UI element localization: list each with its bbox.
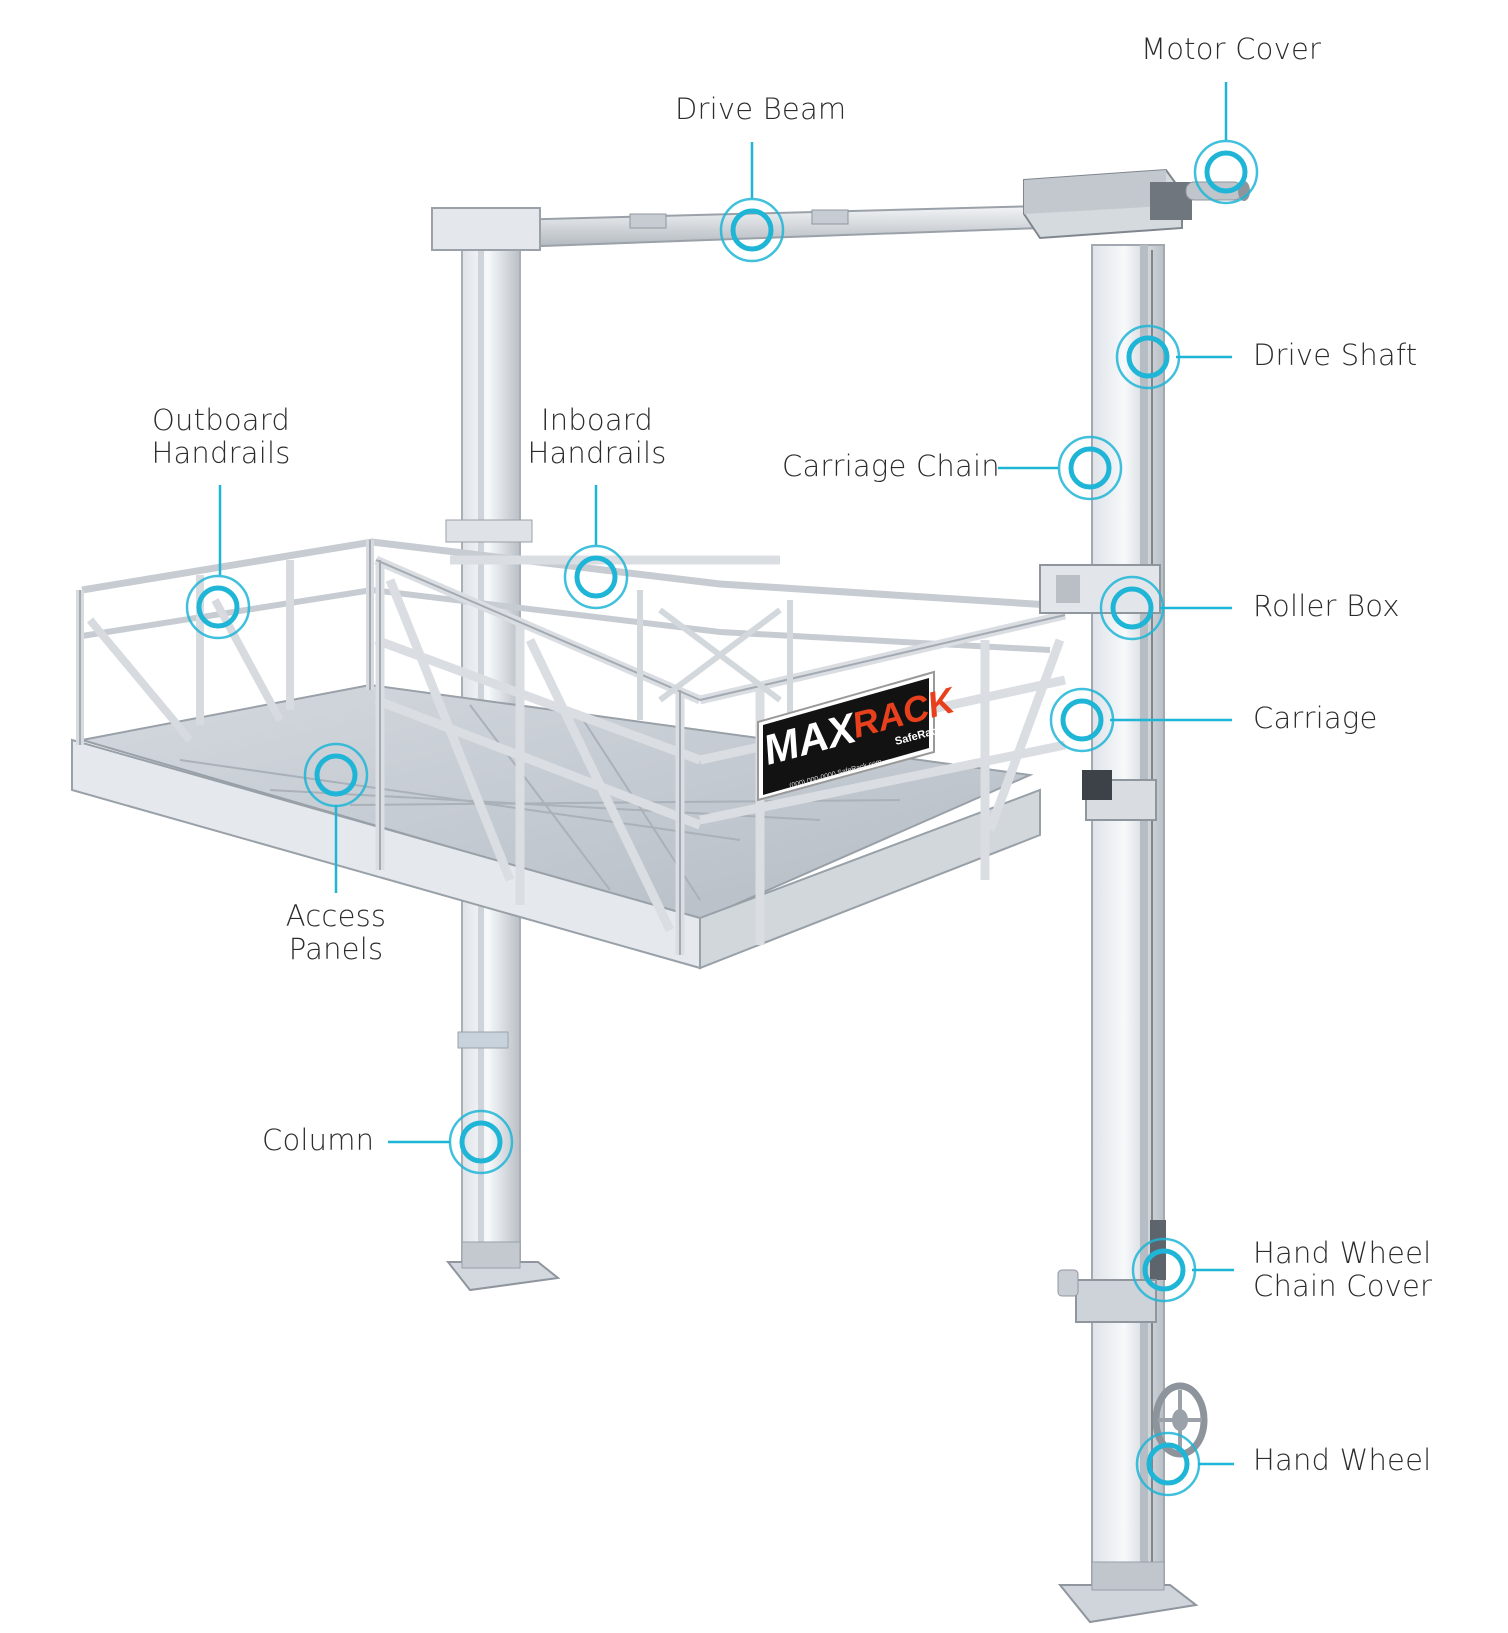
column-target-ring-icon [448,1109,514,1175]
label-carriage-chain: Carriage Chain [782,450,1000,483]
label-motor-cover-text: Motor Cover [1141,32,1322,66]
label-outboard-line2: Handrails [151,436,291,470]
roller-box-target-ring-icon [1099,575,1165,641]
label-column-text: Column [262,1123,375,1157]
label-carriage: Carriage [1253,702,1378,735]
label-carriage-chain-text: Carriage Chain [782,449,1000,483]
label-hand-wheel-text: Hand Wheel [1253,1443,1432,1477]
hand-wheel-target-ring-icon [1135,1431,1201,1497]
label-hand-wheel: Hand Wheel [1253,1444,1431,1477]
carriage-chain-target-ring-icon [1057,435,1123,501]
label-drive-shaft-text: Drive Shaft [1253,338,1418,372]
label-motor-cover: Motor Cover [1141,33,1321,66]
label-drive-beam: Drive Beam [675,93,846,126]
label-hwcc-line1: Hand Wheel [1253,1236,1432,1270]
work-platform [71,519,1161,970]
drive-beam-part [431,168,1250,252]
label-drive-shaft: Drive Shaft [1253,339,1417,372]
label-roller-box: Roller Box [1253,590,1400,623]
label-drive-beam-text: Drive Beam [675,92,847,126]
maxrack-sign: MAX RACK SafeRack (000) 000-0000 SafeRac… [757,670,961,802]
label-access-line1: Access [285,899,387,933]
label-column: Column [262,1124,374,1157]
label-inboard-line1: Inboard [540,403,654,437]
label-inboard-line2: Handrails [527,436,667,470]
callout-rings [185,139,1259,1497]
label-access-line2: Panels [288,932,384,966]
inboard-handrails-target-ring-icon [563,544,629,610]
carriage-target-ring-icon [1049,687,1115,753]
label-hwcc-line2: Chain Cover [1253,1269,1433,1303]
drive-shaft-target-ring-icon [1115,324,1181,390]
motor-cover-target-ring-icon [1193,139,1259,205]
label-roller-box-text: Roller Box [1253,589,1400,623]
right-column [1057,244,1208,1624]
label-outboard-line1: Outboard [152,403,290,437]
label-carriage-text: Carriage [1253,701,1378,735]
access-panels-target-ring-icon [303,742,369,808]
hand-wheel-chain-cover-target-ring-icon [1131,1237,1197,1303]
leader-lines [218,82,1234,1466]
drive-beam-target-ring-icon [719,197,785,263]
outboard-handrails-target-ring-icon [185,574,251,640]
